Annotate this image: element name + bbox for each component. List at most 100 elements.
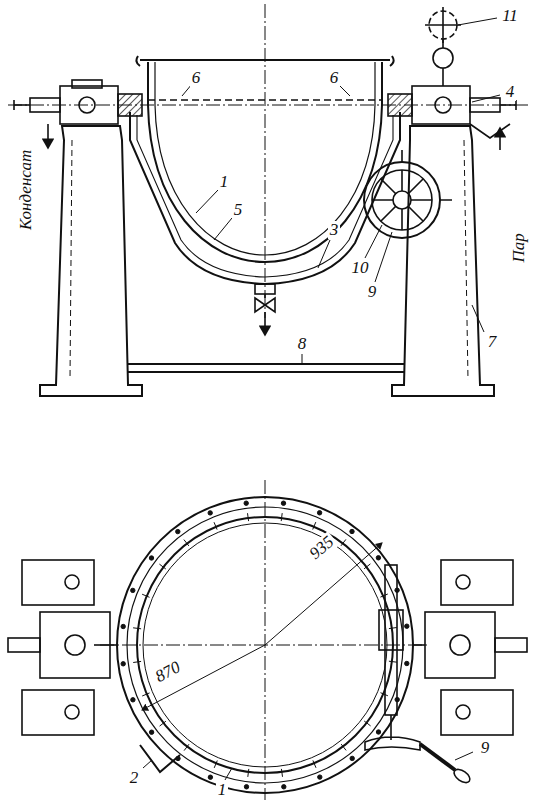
plan-view — [318, 775, 322, 779]
tilt-gear — [364, 162, 440, 238]
callout-number: 1 — [216, 781, 229, 799]
plan-supports — [65, 635, 85, 655]
plan-view — [176, 529, 180, 533]
kettle-bowl — [136, 56, 393, 262]
plan-view — [131, 698, 135, 702]
steam-jacket — [130, 112, 400, 284]
dimension-value: 870 — [151, 657, 185, 687]
tilt-gear — [402, 150, 452, 200]
trunnion-left — [47, 124, 49, 148]
plan-view — [281, 513, 282, 521]
tie-rod — [128, 364, 404, 372]
tilt-gear — [364, 150, 452, 238]
callout-number: 9 — [366, 283, 379, 301]
callout-number: 11 — [500, 7, 520, 25]
plan-view — [281, 501, 285, 505]
plan-view — [142, 693, 149, 696]
kettle-bowl — [155, 62, 375, 255]
plan-view — [364, 564, 370, 569]
kettle-bowl — [148, 99, 382, 100]
axis-lines — [8, 4, 528, 800]
drain-valve — [255, 298, 275, 312]
plan-supports — [8, 560, 527, 735]
kettle-bowl — [148, 62, 382, 262]
plan-view — [248, 769, 249, 777]
trunnion-left — [14, 80, 118, 148]
plan-view — [244, 501, 248, 505]
plan-view — [350, 756, 354, 760]
trunnion-right — [470, 98, 500, 112]
dimension-lines — [265, 543, 382, 645]
steam-valve — [442, 68, 444, 86]
plan-view — [121, 624, 125, 628]
callout-number: 3 — [328, 221, 341, 239]
callout-number: 6 — [190, 69, 203, 87]
plan-supports — [22, 690, 94, 735]
handwheel-crank — [420, 744, 455, 770]
plan-supports — [495, 638, 527, 652]
dimension-lines — [142, 543, 382, 710]
plan-view — [282, 785, 286, 789]
handwheel-crank — [365, 565, 472, 785]
steam-valve — [433, 48, 453, 68]
callout-number: 9 — [479, 739, 492, 757]
drain-valve — [255, 284, 275, 294]
plan-view — [159, 564, 165, 569]
leader-lines — [196, 190, 218, 213]
plan-view — [317, 511, 321, 515]
callout-number: 6 — [328, 69, 341, 87]
plan-view — [121, 662, 125, 666]
plan-view — [133, 628, 141, 629]
trunnion-right — [435, 97, 451, 113]
tie-rod — [128, 363, 404, 365]
tilt-gear — [372, 170, 432, 230]
leader-lines — [143, 18, 500, 780]
plan-view — [149, 556, 153, 560]
plan-supports — [65, 705, 79, 719]
steam-valve — [425, 7, 461, 86]
plan-view — [184, 540, 189, 546]
tie-rod — [128, 371, 404, 373]
plan-view — [127, 507, 403, 783]
axis-lines — [265, 4, 266, 318]
callout-number: 1 — [218, 173, 231, 191]
jacket-flange — [118, 94, 142, 116]
trunnion-left — [60, 86, 118, 124]
plan-supports — [456, 575, 470, 589]
plan-supports — [8, 638, 40, 652]
plan-view — [142, 594, 149, 597]
plan-view — [389, 628, 397, 629]
axis-lines — [265, 480, 266, 800]
plan-view — [208, 511, 212, 515]
plan-view — [405, 661, 409, 665]
stand-legs — [40, 126, 494, 396]
plan-view — [214, 761, 217, 768]
plan-view — [313, 522, 316, 529]
trunnion-left — [14, 104, 30, 106]
trunnion-left — [79, 97, 95, 113]
flow-label: Пар — [510, 231, 528, 264]
callout-number: 7 — [486, 333, 499, 351]
leader-lines — [472, 305, 484, 332]
handwheel-crank — [385, 565, 397, 715]
plan-view — [341, 744, 346, 750]
trunnion-left — [72, 80, 102, 88]
plan-view — [137, 517, 393, 773]
leader-lines — [375, 232, 392, 282]
plan-view — [176, 756, 180, 760]
leader-lines — [455, 752, 473, 760]
plan-view — [133, 661, 141, 662]
drain-valve — [264, 312, 266, 335]
steam-jacket — [130, 112, 400, 284]
callout-number: 5 — [232, 201, 245, 219]
callout-number: 8 — [296, 335, 309, 353]
plan-supports — [441, 560, 513, 605]
plan-view — [244, 785, 248, 789]
plan-supports — [65, 575, 79, 589]
plan-view — [364, 721, 370, 726]
plan-view — [389, 661, 397, 662]
trunnion-left — [30, 98, 60, 112]
axis-lines — [8, 105, 528, 106]
plan-supports — [450, 635, 470, 655]
